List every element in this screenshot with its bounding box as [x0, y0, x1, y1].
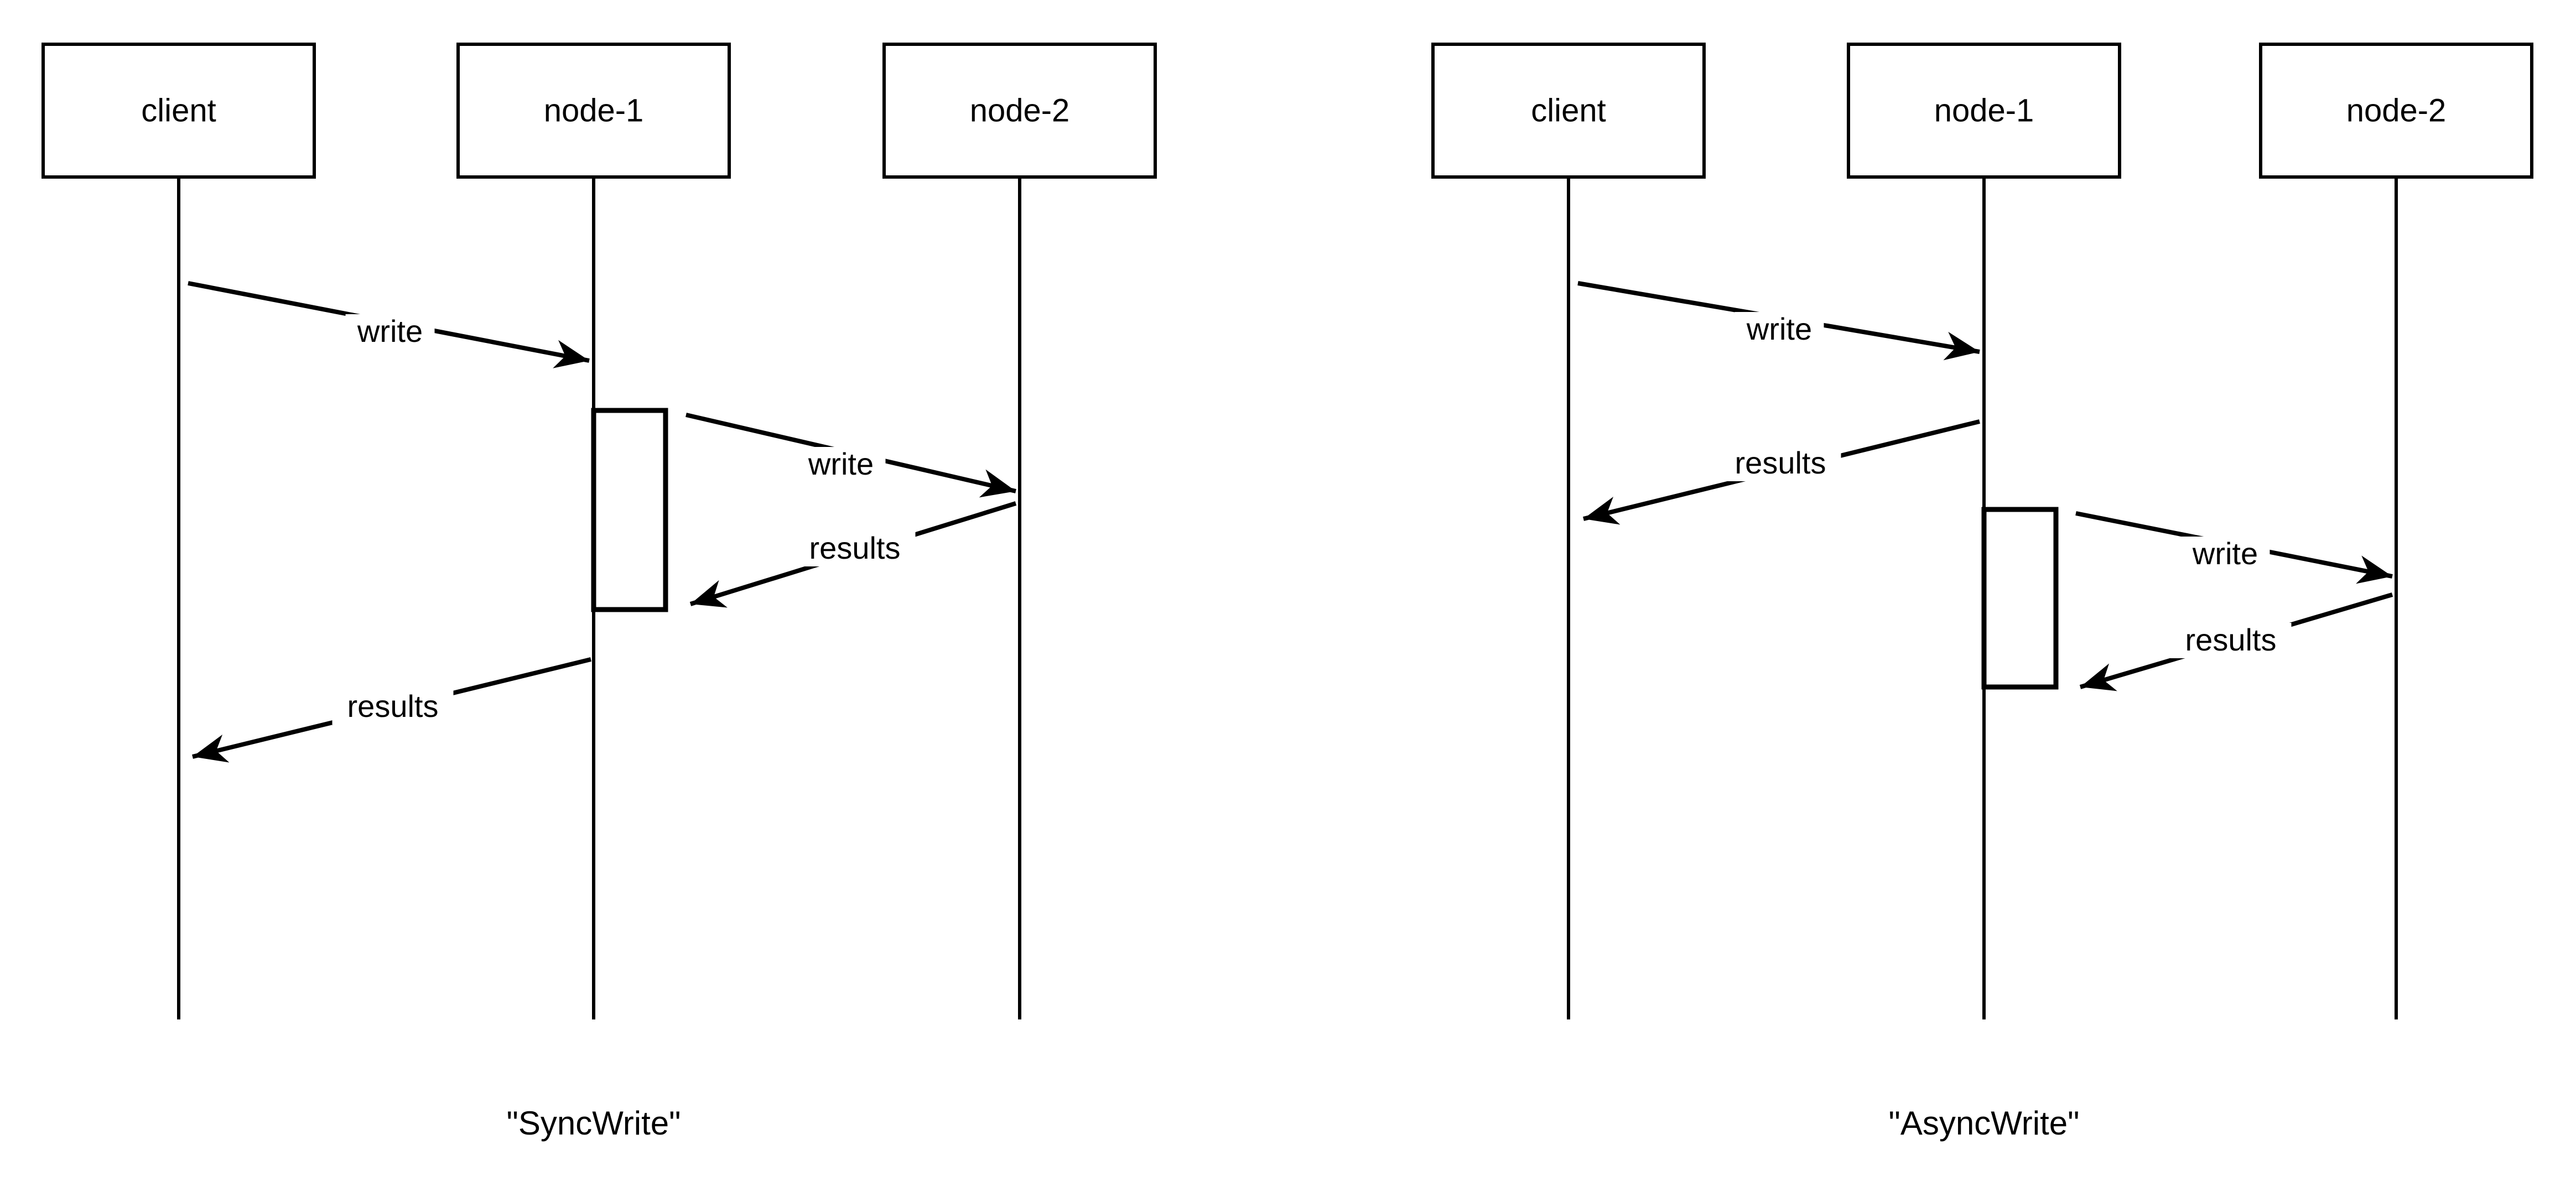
message-arrowhead-left	[2080, 663, 2117, 691]
participant-box-node-2[interactable]	[882, 43, 1157, 179]
message-write-0: write	[188, 281, 590, 368]
message-arrowhead-left	[1583, 496, 1621, 525]
message-label-backdrop	[794, 531, 916, 566]
participant-label-node-2: node-2	[970, 92, 1070, 128]
participant-box-node-1[interactable]	[1847, 43, 2121, 179]
participant-node-2: node-2	[882, 43, 1157, 1019]
participant-box-client[interactable]	[1431, 43, 1706, 179]
message-arrowhead-right	[553, 340, 589, 368]
activation-bar-node-1	[1981, 507, 2059, 690]
message-write-0: write	[1577, 281, 1980, 361]
message-write-1: write	[685, 413, 1016, 498]
participant-box-client[interactable]	[41, 43, 316, 179]
message-label: write	[357, 314, 423, 348]
message-label: results	[1735, 445, 1826, 480]
message-arrowhead-right	[2356, 555, 2392, 584]
message-results-1: results	[1583, 419, 1980, 525]
message-label-backdrop	[796, 447, 886, 482]
message-write-2: write	[2075, 511, 2393, 584]
message-arrowhead-right	[979, 469, 1016, 498]
participant-node-1: node-1	[456, 43, 731, 1019]
message-results-3: results	[2079, 592, 2393, 691]
message-label: write	[1746, 311, 1812, 346]
participant-box-node-2[interactable]	[2259, 43, 2533, 179]
participant-box-node-1[interactable]	[456, 43, 731, 179]
message-label: results	[347, 689, 439, 724]
message-label-backdrop	[332, 689, 454, 725]
participant-label-node-1: node-1	[1934, 92, 2034, 128]
message-arrowhead-right	[1943, 331, 1980, 361]
message-label-backdrop	[1720, 446, 1841, 481]
message-arrowhead-left	[193, 735, 230, 763]
message-label: write	[2192, 536, 2258, 571]
participant-label-client: client	[1531, 92, 1606, 128]
participant-node-2: node-2	[2259, 43, 2533, 1019]
participant-client: client	[1431, 43, 1706, 1019]
participant-label-node-2: node-2	[2346, 92, 2447, 128]
message-label: results	[809, 530, 901, 565]
diagram-caption-async-write: "AsyncWrite"	[1889, 1105, 2080, 1142]
message-results-2: results	[689, 501, 1017, 608]
participant-client: client	[41, 43, 316, 1019]
message-label-backdrop	[1734, 312, 1824, 347]
message-results-3: results	[192, 657, 591, 763]
sequence-diagram-async-write: client node-1 node-2 write results write resul…	[1431, 43, 2533, 1142]
participant-label-client: client	[141, 92, 216, 128]
sequence-diagram-sync-write: client node-1 node-2 write write results resul…	[41, 43, 1157, 1142]
message-label: write	[808, 446, 874, 481]
message-arrowhead-left	[690, 580, 728, 608]
diagram-caption-sync-write: "SyncWrite"	[507, 1105, 681, 1142]
message-label-backdrop	[345, 314, 435, 350]
message-label: results	[2185, 622, 2277, 657]
activation-bar-node-1	[591, 408, 668, 612]
message-label-backdrop	[2180, 537, 2270, 572]
message-label-backdrop	[2170, 623, 2292, 658]
participant-label-node-1: node-1	[544, 92, 644, 128]
